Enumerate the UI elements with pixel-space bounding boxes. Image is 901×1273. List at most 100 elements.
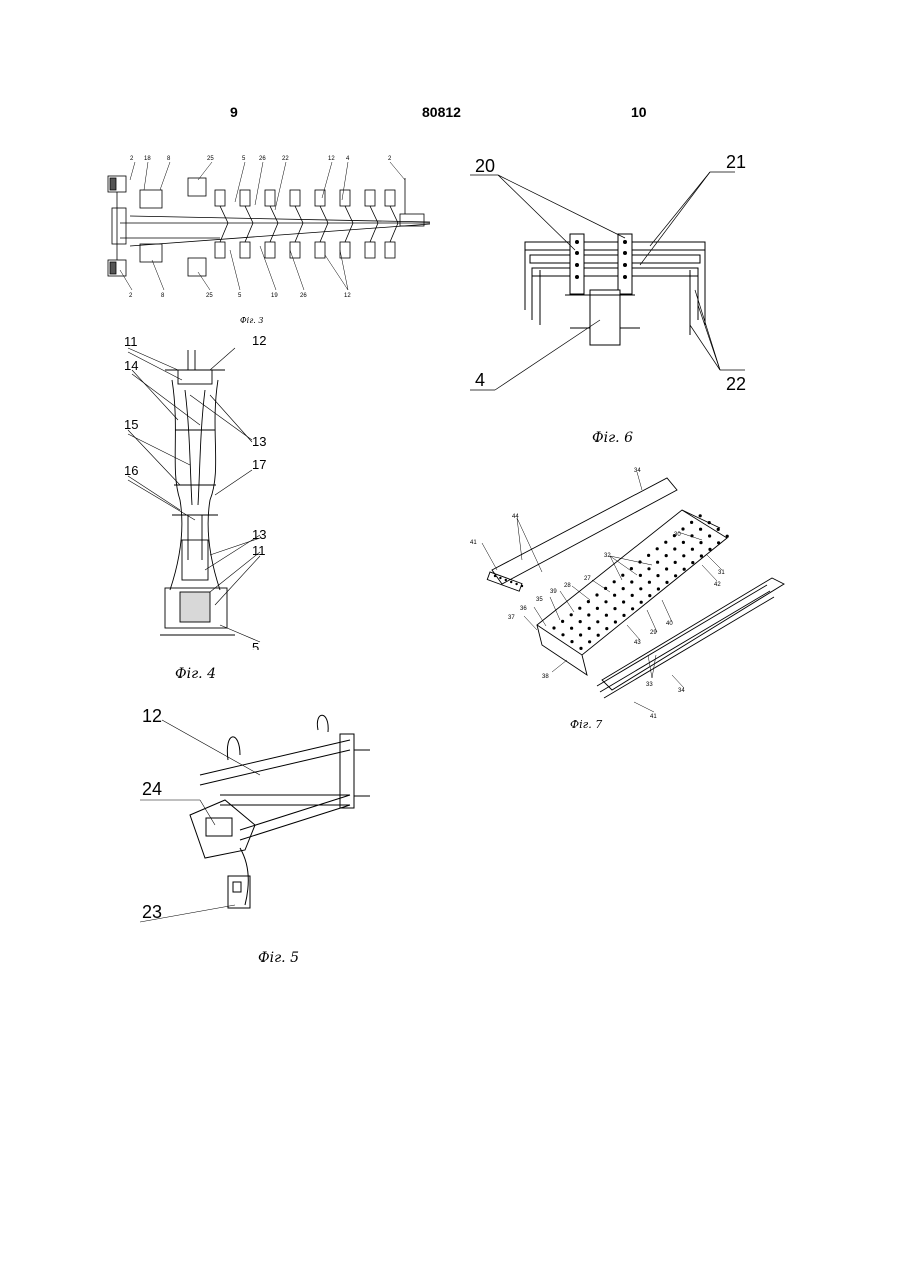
figure-6: 20 21 4 22 [470, 150, 770, 400]
fig7-hole [665, 581, 668, 584]
fig3-tool-arm [245, 206, 253, 223]
fig7-label: 44 [512, 514, 519, 520]
fig3-label: 12 [328, 156, 335, 162]
fig3-tool-arm [390, 206, 398, 223]
fig3-label: 25 [207, 156, 214, 162]
fig3-label: 4 [346, 156, 350, 162]
fig7-label: 35 [536, 597, 543, 603]
fig3-label: 19 [271, 293, 278, 299]
fig7-hole [595, 593, 598, 596]
fig3-tool [215, 242, 225, 258]
figure-6-drawing: 20 21 4 22 [470, 150, 770, 400]
fig7-hole [510, 581, 512, 583]
fig7-hole [494, 575, 496, 577]
fig7-label: 31 [718, 570, 725, 576]
fig7-hole [639, 587, 642, 590]
fig7-hole [699, 528, 702, 531]
fig4-label: 16 [124, 463, 138, 478]
fig7-label: 28 [564, 583, 571, 589]
fig7-hole [622, 614, 625, 617]
fig3-tool [215, 190, 225, 206]
figure-5-drawing: 12 24 23 [140, 700, 380, 930]
fig7-hole [708, 534, 711, 537]
fig7-hole [673, 547, 676, 550]
fig3-tool-arm [295, 223, 303, 242]
fig4-label: 13 [252, 434, 266, 449]
fig7-label: 41 [470, 540, 477, 546]
fig4-label: 12 [252, 333, 266, 348]
fig5-label: 24 [142, 779, 162, 799]
fig7-hole [656, 574, 659, 577]
fig6-label: 20 [475, 156, 495, 176]
fig7-hole [647, 567, 650, 570]
fig3-tool-arm [245, 223, 253, 242]
fig3-tool-arm [270, 206, 278, 223]
fig7-hole [691, 561, 694, 564]
fig7-label: 40 [666, 621, 673, 627]
fig7-hole [505, 579, 507, 581]
figure-3-drawing: 2 18 8 25 5 26 22 12 4 2 2 8 25 5 19 26 … [100, 150, 440, 310]
fig7-hole [622, 600, 625, 603]
fig7-label: 34 [678, 688, 685, 694]
fig3-tool-arm [370, 223, 378, 242]
page-number-left: 9 [230, 104, 238, 120]
figure-7: 34 44 41 30 32 31 42 27 28 39 35 36 37 4… [462, 460, 842, 730]
fig7-label: 37 [508, 615, 515, 621]
fig3-label: 2 [129, 293, 133, 299]
fig7-hole [630, 580, 633, 583]
fig7-hole [561, 633, 564, 636]
fig7-label: 34 [634, 468, 641, 474]
fig7-hole [570, 640, 573, 643]
fig7-hole [578, 607, 581, 610]
fig7-hole [605, 614, 608, 617]
fig7-label: 42 [714, 582, 721, 588]
fig3-tool-arm [320, 206, 328, 223]
fig6-label: 4 [475, 370, 485, 390]
fig4-label: 13 [252, 527, 266, 542]
fig7-hole [587, 613, 590, 616]
fig7-hole [613, 607, 616, 610]
figure-4: 11 12 14 13 15 17 16 13 11 5 [110, 330, 280, 650]
figure-3: 2 18 8 25 5 26 22 12 4 2 2 8 25 5 19 26 … [100, 150, 440, 310]
fig7-hole [665, 567, 668, 570]
fig7-label: 43 [634, 640, 641, 646]
fig7-hole [683, 568, 686, 571]
fig7-hole [665, 554, 668, 557]
fig7-hole [561, 620, 564, 623]
figure-5-caption: Фіг. 5 [258, 950, 299, 966]
fig3-label: 5 [238, 293, 242, 299]
fig4-label: 11 [252, 543, 266, 558]
fig7-hole [648, 581, 651, 584]
fig3-label: 2 [130, 156, 134, 162]
fig3-tool [240, 190, 250, 206]
fig3-tool-arm [390, 223, 398, 242]
fig3-label: 25 [206, 293, 213, 299]
fig7-hole [657, 587, 660, 590]
fig7-hole [631, 607, 634, 610]
fig7-hole [521, 585, 523, 587]
fig4-label: 17 [252, 457, 266, 472]
figure-4-caption: Фіг. 4 [175, 666, 216, 682]
fig3-label: 2 [388, 156, 392, 162]
fig7-label: 36 [520, 606, 527, 612]
fig3-tool-arm [345, 223, 353, 242]
fig7-hole [622, 587, 625, 590]
fig3-tool [315, 242, 325, 258]
fig3-tool [240, 242, 250, 258]
fig7-label: 38 [542, 674, 549, 680]
fig7-hole [690, 521, 693, 524]
fig7-hole [588, 640, 591, 643]
fig7-hole [682, 541, 685, 544]
fig7-hole [656, 561, 659, 564]
fig7-hole [708, 548, 711, 551]
figure-6-caption: Фіг. 6 [592, 430, 633, 446]
fig7-hole [640, 601, 643, 604]
fig7-hole [613, 580, 616, 583]
fig3-tool-arm [220, 206, 228, 223]
fig7-hole [597, 634, 600, 637]
fig7-hole [570, 613, 573, 616]
figure-4-drawing: 11 12 14 13 15 17 16 13 11 5 [110, 330, 280, 650]
fig3-label: 8 [161, 293, 165, 299]
fig4-label: 14 [124, 358, 138, 373]
fig3-label: 26 [259, 156, 266, 162]
